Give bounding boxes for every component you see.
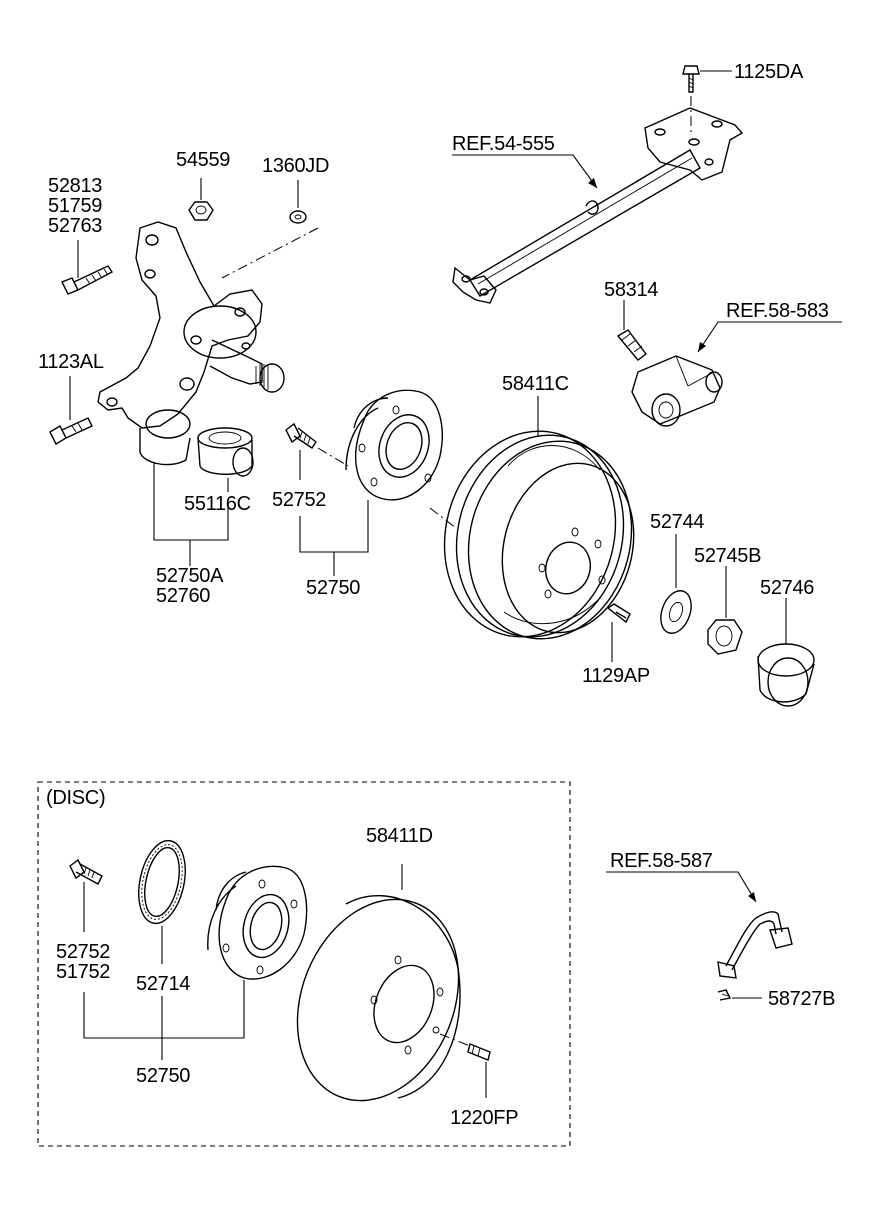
washer-52744 xyxy=(660,534,692,634)
disc-rotor-58411D xyxy=(296,864,461,1102)
drum-58411C xyxy=(443,396,635,640)
bolt-1125DA xyxy=(682,65,732,132)
screw-1220FP xyxy=(439,1033,491,1098)
trailing-arm xyxy=(452,107,744,304)
label-58314: 58314 xyxy=(604,279,659,301)
label-52746: 52746 xyxy=(760,577,815,599)
label-52744: 52744 xyxy=(650,511,705,533)
label-58411D: 58411D xyxy=(366,825,433,847)
label-1123AL: 1123AL xyxy=(38,351,104,373)
label-55116C: 55116C xyxy=(184,493,251,515)
bushing-55116C xyxy=(197,427,254,492)
brake-hose xyxy=(606,871,793,979)
label-52745B: 52745B xyxy=(694,545,762,567)
label-52752: 52752 xyxy=(272,489,327,511)
label-54559: 54559 xyxy=(176,149,231,171)
label-52752-disc: 52752 xyxy=(56,941,111,963)
bolt-52813 xyxy=(61,240,114,295)
nut-52745B xyxy=(707,566,743,655)
stud-52752-disc xyxy=(69,858,103,932)
cap-52746 xyxy=(757,598,815,707)
knuckle xyxy=(97,221,285,466)
stud-52752 xyxy=(285,422,349,480)
clip-58727B xyxy=(717,989,762,1001)
washer-1360JD xyxy=(221,180,319,279)
label-ref-58-587: REF.58-587 xyxy=(610,850,713,872)
label-52714: 52714 xyxy=(136,973,191,995)
bolt-1123AL xyxy=(49,376,93,445)
label-1125DA: 1125DA xyxy=(734,61,803,83)
nut-54559 xyxy=(188,178,214,221)
label-51759: 51759 xyxy=(48,195,103,217)
label-ref-54-555: REF.54-555 xyxy=(452,133,555,155)
label-52750A: 52750A xyxy=(156,565,224,587)
label-58727B: 58727B xyxy=(768,988,836,1010)
label-ref-58-583: REF.58-583 xyxy=(726,300,829,322)
label-1220FP: 1220FP xyxy=(450,1107,519,1129)
label-51752: 51752 xyxy=(56,961,111,983)
screw-1129AP xyxy=(606,603,631,662)
label-52750-disc: 52750 xyxy=(136,1065,191,1087)
label-52813: 52813 xyxy=(48,175,103,197)
wheel-cylinder xyxy=(631,321,842,427)
hub-52750 xyxy=(299,389,457,576)
bleeder-58314 xyxy=(616,300,647,361)
hub-52750-disc xyxy=(83,865,308,1060)
label-1360JD: 1360JD xyxy=(262,155,330,177)
label-52750: 52750 xyxy=(306,577,361,599)
tone-ring-52714 xyxy=(138,839,186,964)
label-1129AP: 1129AP xyxy=(582,665,650,687)
label-52760: 52760 xyxy=(156,585,211,607)
label-disc: (DISC) xyxy=(46,787,106,809)
label-58411C: 58411C xyxy=(502,373,569,395)
label-52763: 52763 xyxy=(48,215,103,237)
disc-variant-box xyxy=(37,781,571,1147)
